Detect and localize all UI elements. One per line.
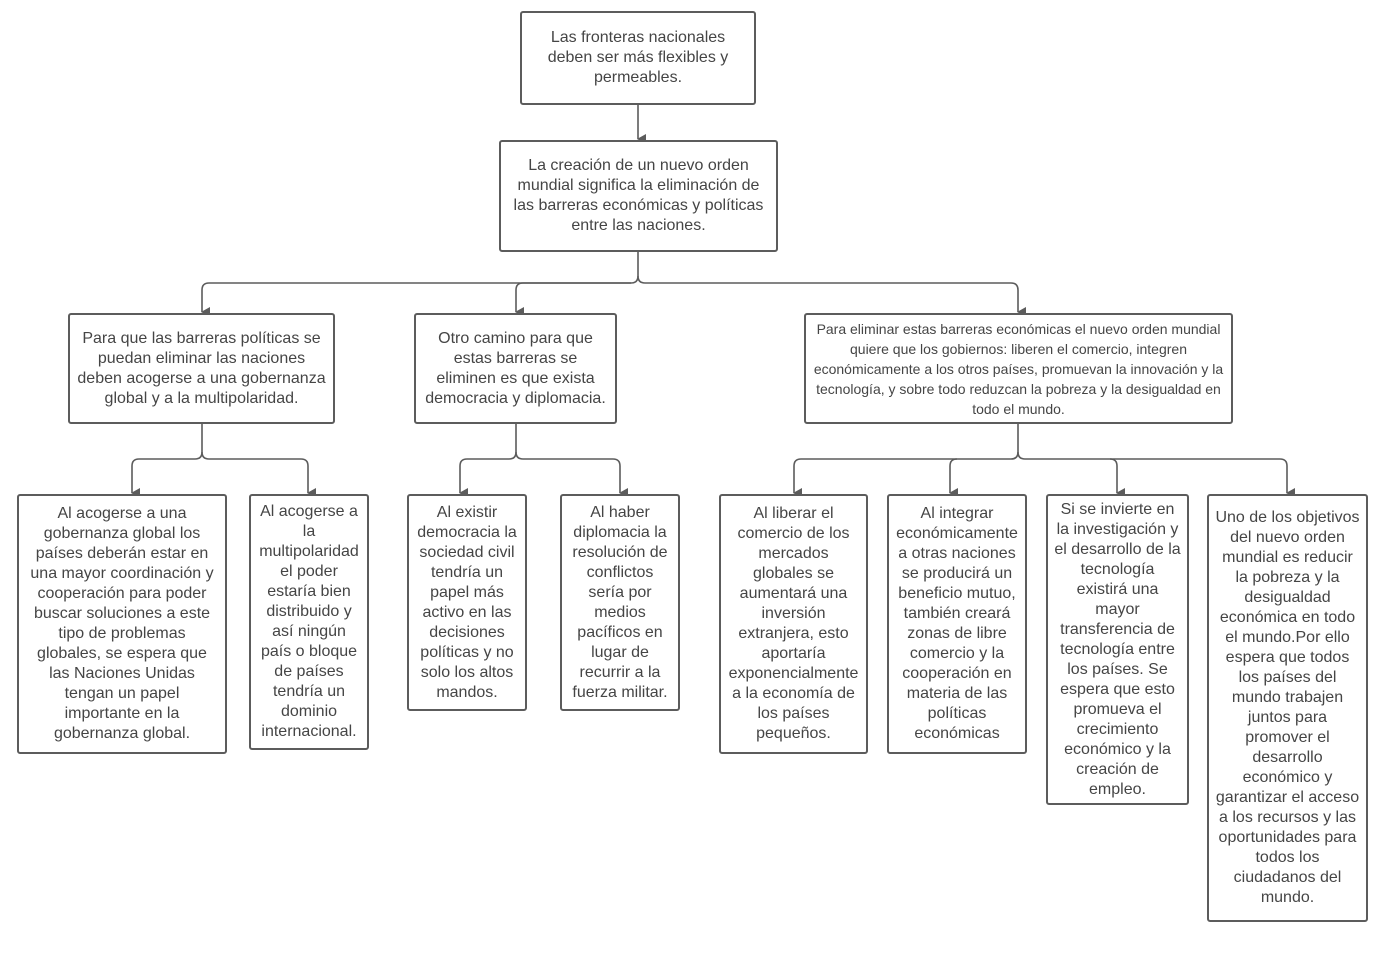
leaf-node-diplomacy: Al haber diplomacia la resolución de con… xyxy=(560,494,680,711)
leaf-node-text: Al integrar económicamente a otras nacio… xyxy=(896,505,1018,742)
leaf-node-text: Al haber diplomacia la resolución de con… xyxy=(572,503,668,701)
leaf-node-global-governance: Al acogerse a una gobernanza global los … xyxy=(17,494,227,754)
branch-node-economic: Para eliminar estas barreras económicas … xyxy=(804,313,1233,424)
leaf-node-text: Uno de los objetivos del nuevo orden mun… xyxy=(1215,509,1360,906)
leaf-node-text: Si se invierte en la investigación y el … xyxy=(1054,500,1181,798)
connector-branch2-to-children xyxy=(459,424,517,498)
root-node: Las fronteras nacionales deben ser más f… xyxy=(520,11,756,105)
leaf-node-text: Al acogerse a la multipolaridad el poder… xyxy=(259,503,359,740)
connector-level1-trunk xyxy=(201,252,639,317)
connector-branch3-to-children xyxy=(793,424,1019,498)
branch-node-text: Para eliminar estas barreras económicas … xyxy=(813,320,1224,417)
leaf-node-free-trade: Al liberar el comercio de los mercados g… xyxy=(719,494,868,754)
connector-level1-to-branch-2 xyxy=(515,282,631,317)
branch-node-text: Otro camino para que estas barreras se e… xyxy=(425,329,606,407)
connector-branch3-to-child-4 xyxy=(1110,458,1295,498)
leaf-node-democracy: Al existir democracia la sociedad civil … xyxy=(407,494,527,711)
connector-branch2-to-child-2 xyxy=(515,451,628,498)
leaf-node-technology: Si se invierte en la investigación y el … xyxy=(1046,494,1189,805)
leaf-node-poverty-reduction: Uno de los objetivos del nuevo orden mun… xyxy=(1207,494,1368,922)
leaf-node-text: Al acogerse a una gobernanza global los … xyxy=(30,505,214,742)
leaf-node-text: Al existir democracia la sociedad civil … xyxy=(417,503,517,701)
connector-branch3-to-child-2 xyxy=(949,458,958,498)
root-node-text: Las fronteras nacionales deben ser más f… xyxy=(547,29,729,86)
leaf-node-multipolarity: Al acogerse a la multipolaridad el poder… xyxy=(249,494,369,750)
connector-branch1-to-child-2 xyxy=(201,451,316,498)
level1-node: La creación de un nuevo orden mundial si… xyxy=(499,140,778,252)
connector-level1-to-branch-3 xyxy=(637,275,1026,317)
connector-branch3-to-child-3 xyxy=(1017,451,1125,498)
leaf-node-text: Al liberar el comercio de los mercados g… xyxy=(728,505,859,742)
branch-node-democracy: Otro camino para que estas barreras se e… xyxy=(414,313,617,424)
branch-node-text: Para que las barreras políticas se pueda… xyxy=(77,329,326,407)
branch-node-political: Para que las barreras políticas se pueda… xyxy=(68,313,335,424)
level1-node-text: La creación de un nuevo orden mundial si… xyxy=(513,157,764,234)
leaf-node-economic-integration: Al integrar económicamente a otras nacio… xyxy=(887,494,1027,754)
connector-branch1-to-children xyxy=(131,424,203,498)
